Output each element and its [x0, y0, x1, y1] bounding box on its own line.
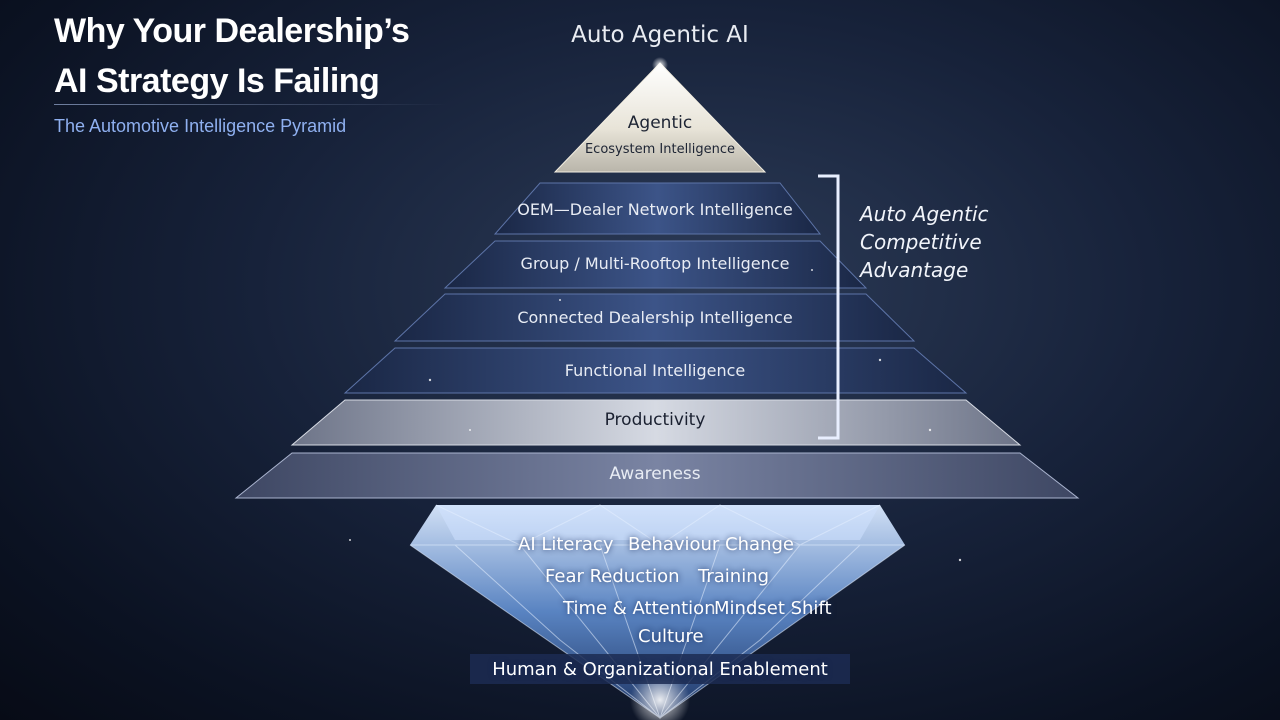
apex-shape: [553, 62, 767, 173]
apex-label-line-1: Agentic: [627, 113, 693, 133]
tier-label-awareness: Awareness: [609, 464, 701, 484]
foundation-item-mindset-shift: Mindset Shift: [714, 598, 832, 619]
apex-label-line-2: Ecosystem Intelligence: [584, 142, 736, 157]
title-line-1: Why Your Dealership’s: [54, 12, 410, 50]
foundation-item-ai-literacy: AI Literacy: [518, 534, 614, 555]
tier-oem-shape: [493, 182, 822, 235]
tier-label-functional: Functional Intelligence: [564, 361, 746, 380]
tier-functional-shape: [343, 347, 968, 394]
top-label: Auto Agentic AI: [571, 22, 749, 48]
page-title: Why Your Dealership’s AI Strategy Is Fai…: [54, 6, 410, 106]
foundation-base-label: Human & Organizational Enablement: [492, 659, 828, 680]
tier-label-oem: OEM—Dealer Network Intelligence: [517, 200, 793, 219]
foundation-item-training: Training: [698, 566, 770, 587]
tier-label-connected: Connected Dealership Intelligence: [517, 308, 793, 327]
advantage-line-2: Competitive: [860, 230, 982, 254]
diamond-foundation: [409, 504, 906, 720]
tier-group-shape: [443, 240, 868, 289]
foundation-item-fear-reduction: Fear Reduction: [545, 566, 680, 587]
advantage-line-1: Auto Agentic: [860, 202, 989, 226]
tier-label-productivity: Productivity: [604, 410, 706, 430]
foundation-base-band: [470, 654, 850, 684]
title-divider: [54, 104, 449, 105]
title-line-2: AI Strategy Is Failing: [54, 62, 380, 100]
tier-label-group: Group / Multi-Rooftop Intelligence: [520, 254, 790, 273]
subtitle: The Automotive Intelligence Pyramid: [54, 116, 347, 136]
advantage-label: Auto Agentic Competitive Advantage: [860, 200, 989, 284]
advantage-bracket: [818, 174, 840, 440]
sparkles: [349, 269, 962, 562]
apex-glow: [652, 57, 668, 73]
foundation-item-culture: Culture: [638, 626, 704, 647]
tier-awareness-shape: [234, 452, 1080, 499]
tier-connected-shape: [393, 293, 916, 342]
advantage-line-3: Advantage: [860, 258, 969, 282]
foundation-item-behaviour-change: Behaviour Change: [628, 534, 794, 555]
foundation-item-time-attention: Time & Attention: [563, 598, 716, 619]
